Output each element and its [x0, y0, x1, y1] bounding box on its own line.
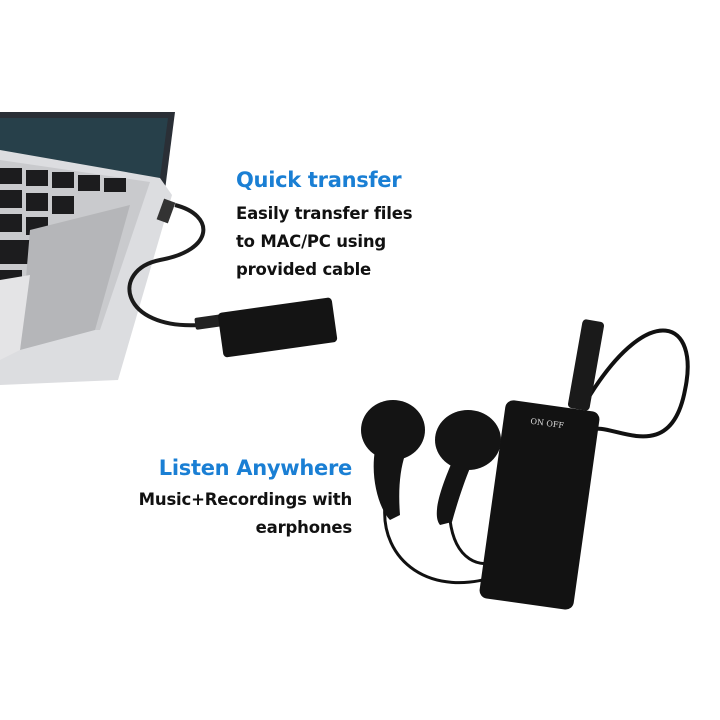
- listen-anywhere-heading: Listen Anywhere: [158, 456, 353, 480]
- earphones-recorder-image: ON OFF: [361, 319, 690, 610]
- quick-transfer-line-2: to MAC/PC using: [236, 232, 387, 251]
- quick-transfer-heading: Quick transfer: [236, 168, 402, 192]
- quick-transfer-line-1: Easily transfer files: [236, 204, 413, 223]
- usb-cable-recorder-image: [127, 203, 338, 358]
- laptop-image: [0, 112, 176, 385]
- listen-anywhere-line-2: earphones: [255, 518, 353, 537]
- quick-transfer-line-3: provided cable: [236, 260, 372, 279]
- listen-anywhere-line-1: Music+Recordings with: [138, 490, 353, 509]
